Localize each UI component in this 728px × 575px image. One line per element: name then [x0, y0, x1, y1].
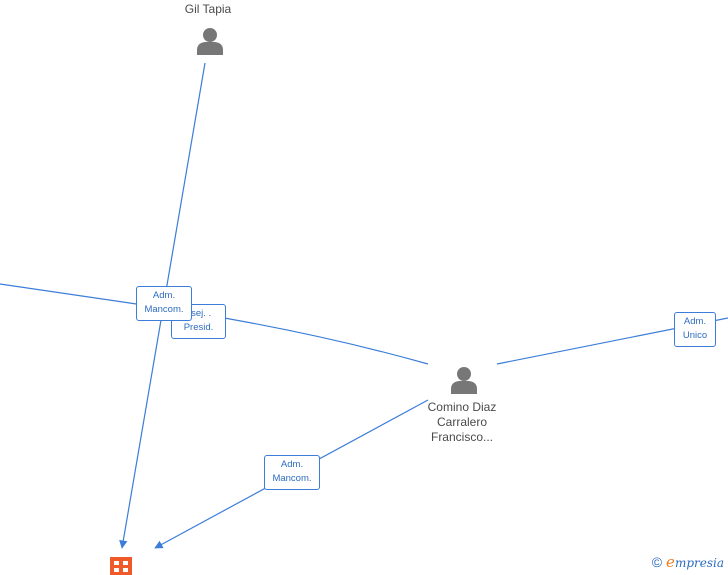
edge-label-line: Adm. [152, 290, 176, 301]
building-icon[interactable] [110, 557, 132, 575]
edge-label-line: Unico [682, 330, 708, 341]
node-label-line: Francisco... [430, 430, 493, 444]
brand-watermark: © empresia [652, 553, 724, 571]
brand-logo-letter: e [666, 553, 675, 571]
node-label-comino[interactable]: Comino Diaz Carralero Francisco... [412, 400, 512, 445]
edge-label-line: nsej. . [185, 308, 212, 319]
person-icon[interactable] [197, 28, 223, 55]
edge-label-adm-mancom-2[interactable]: Adm. Mancom. [264, 455, 320, 490]
edge-label-line: Presid. [183, 322, 214, 333]
edge-label-adm-mancom-1[interactable]: Adm. Mancom. [136, 286, 192, 321]
copyright-icon: © [651, 554, 663, 570]
edge-label-line: Mancom. [272, 473, 312, 484]
edge-label-line: Adm. [683, 316, 707, 327]
edge-label-line: Adm. [280, 459, 304, 470]
node-label-gil-tapia[interactable]: Gil Tapia [184, 2, 232, 16]
edge-label-line: Mancom. [144, 304, 184, 315]
brand-name: mpresia [674, 556, 724, 570]
node-label-line: Carralero [436, 415, 487, 429]
person-icon[interactable] [451, 367, 477, 394]
edge-label-adm-unico[interactable]: Adm. Unico [674, 312, 716, 347]
node-label-line: Comino Diaz [427, 400, 497, 414]
